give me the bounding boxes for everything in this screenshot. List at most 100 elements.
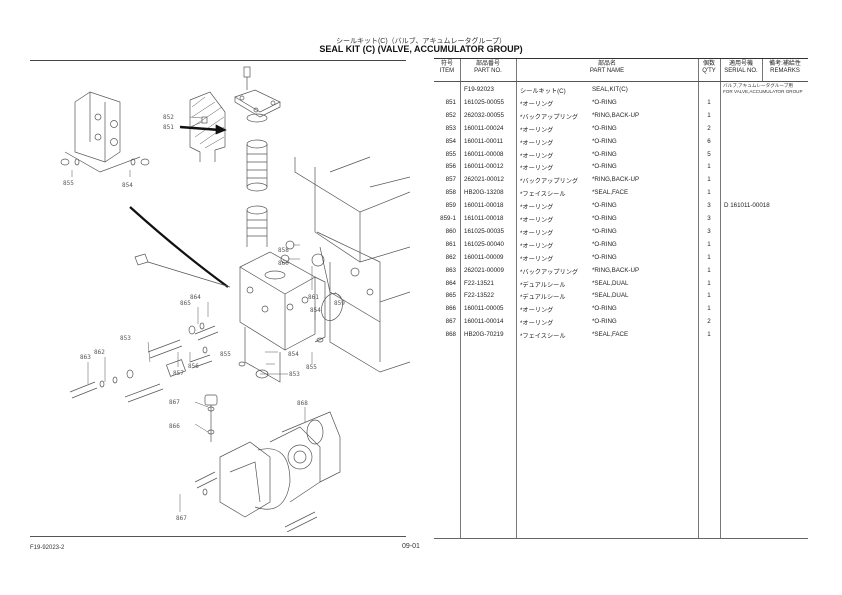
valve-block-left xyxy=(64,91,141,173)
part-no-cell: F19-92023 xyxy=(464,86,494,93)
fittings xyxy=(60,158,231,403)
part-name-jp-cell: *オーリング xyxy=(520,165,554,173)
part-name-jp-cell: シールキット(C) xyxy=(520,88,566,95)
part-no-cell: 160011-00018 xyxy=(464,202,504,210)
part-no-cell: F22-13521 xyxy=(464,279,494,287)
part-name-jp-cell: *フェイスシール xyxy=(520,191,566,199)
column-divider xyxy=(698,59,699,538)
item-cell: 867 xyxy=(445,318,456,326)
part-name-cell: *SEAL,FACE xyxy=(592,189,629,197)
table-row: F19-92023 シールキット(C) SEAL,KIT(C) xyxy=(434,84,808,96)
item-cell: 860 xyxy=(445,227,456,235)
cap-plate xyxy=(234,66,281,123)
part-name-cell: *RING,BACK-UP xyxy=(592,111,640,119)
callout: 854 xyxy=(288,351,299,358)
callout: 855 xyxy=(306,364,317,371)
part-no-cell: 160011-00012 xyxy=(464,163,504,171)
part-name-cell: SEAL,KIT(C) xyxy=(592,86,628,93)
part-no-cell: HB20G-70219 xyxy=(464,331,504,339)
accumulator-assembly xyxy=(194,394,341,532)
item-cell: 864 xyxy=(445,279,456,287)
column-divider xyxy=(720,59,721,538)
qty-cell: 1 xyxy=(707,305,711,313)
part-no-cell: HB20G-13208 xyxy=(464,189,504,197)
document-code: F19-92023-2 xyxy=(30,545,65,551)
callout: 857 xyxy=(173,370,184,377)
callout-labels: 852 851 855 854 858 860 861 859 854 865 … xyxy=(63,114,345,522)
callout: 859 xyxy=(334,300,345,307)
part-name-cell: *RING,BACK-UP xyxy=(592,266,640,274)
part-name-jp-cell: *オーリング xyxy=(520,255,554,263)
qty-cell: 6 xyxy=(707,137,711,145)
item-cell: 859-1 xyxy=(440,215,456,222)
qty-cell: 5 xyxy=(707,150,711,158)
part-name-jp-cell: *デュアルシール xyxy=(520,294,566,302)
callout: 867 xyxy=(169,399,180,406)
qty-cell: 3 xyxy=(707,215,711,222)
part-no-cell: F22-13522 xyxy=(464,292,494,300)
callout: 858 xyxy=(278,247,289,254)
qty-cell: 3 xyxy=(707,202,711,210)
main-valve-block xyxy=(239,251,326,383)
part-name-cell: *O-RING xyxy=(592,150,617,158)
part-name-jp-cell: *オーリング xyxy=(520,320,554,328)
qty-cell: 1 xyxy=(707,98,711,106)
callout: 855 xyxy=(63,180,74,187)
part-name-cell: *O-RING xyxy=(592,215,617,222)
callout: 861 xyxy=(308,294,319,301)
part-no-cell: 262032-00055 xyxy=(464,111,504,119)
callout: 851 xyxy=(163,124,174,131)
qty-cell: 1 xyxy=(707,176,711,184)
part-name-cell: *O-RING xyxy=(592,124,617,132)
part-name-cell: *O-RING xyxy=(592,202,617,210)
column-divider xyxy=(516,59,517,538)
page-number: 09-01 xyxy=(402,543,420,550)
part-name-cell: *O-RING xyxy=(592,98,617,106)
item-cell: 862 xyxy=(445,253,456,261)
item-cell: 856 xyxy=(445,163,456,171)
item-cell: 851 xyxy=(445,98,456,106)
callout: 863 xyxy=(80,354,91,361)
part-no-cell: 160011-00014 xyxy=(464,318,504,326)
part-no-cell: 160011-00008 xyxy=(464,150,504,158)
qty-cell: 1 xyxy=(707,266,711,274)
part-name-cell: *O-RING xyxy=(592,318,617,326)
part-name-cell: *O-RING xyxy=(592,227,617,235)
qty-cell: 1 xyxy=(707,163,711,171)
part-name-cell: *O-RING xyxy=(592,305,617,313)
part-name-jp-cell: *バックアップリング xyxy=(520,178,579,186)
item-cell: 866 xyxy=(445,305,456,313)
part-name-cell: *SEAL,DUAL xyxy=(592,279,629,287)
item-cell: 853 xyxy=(445,124,456,132)
spool xyxy=(246,139,268,247)
callout: 854 xyxy=(310,307,321,314)
bottom-rule xyxy=(30,536,406,537)
item-cell: 863 xyxy=(445,266,456,274)
item-cell: 852 xyxy=(445,111,456,119)
page-title-jp: シールキット(C)（バルブ、アキュムレータグループ） xyxy=(335,38,507,45)
part-name-cell: *O-RING xyxy=(592,137,617,145)
part-name-cell: *SEAL,DUAL xyxy=(592,292,629,300)
callout: 853 xyxy=(120,335,131,342)
callout: 867 xyxy=(176,515,187,522)
item-cell: 868 xyxy=(445,331,456,339)
part-name-jp-cell: *オーリング xyxy=(520,229,554,237)
part-name-jp-cell: *オーリング xyxy=(520,139,554,147)
part-no-cell: 262021-00009 xyxy=(464,266,504,274)
qty-cell: 2 xyxy=(707,124,711,132)
